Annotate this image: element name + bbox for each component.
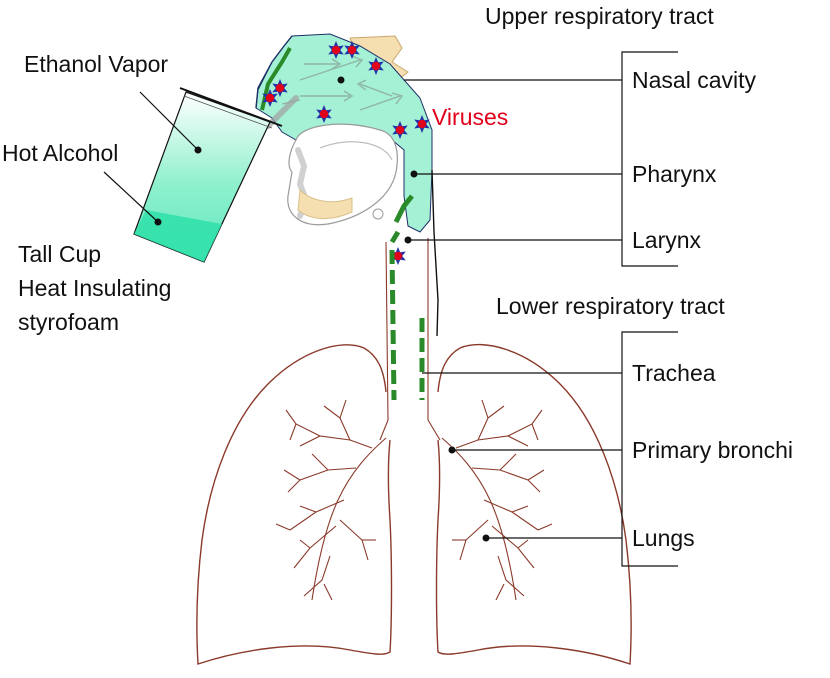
trachea (379, 238, 441, 441)
label-hot-alcohol: Hot Alcohol (2, 140, 118, 166)
mucosa-nose (260, 47, 292, 111)
leader-lines (103, 76, 622, 542)
label-primary-bronchi: Primary bronchi (632, 437, 793, 463)
label-cup-line2: Heat Insulating (18, 275, 171, 301)
mucosa-larynx-2 (389, 230, 401, 244)
label-pharynx: Pharynx (632, 161, 717, 187)
vapor-arrows (281, 55, 404, 111)
label-lower-tract: Lower respiratory tract (496, 293, 725, 319)
left-lung (196, 344, 393, 665)
nose-outline (255, 35, 293, 109)
cup-rim-inner (183, 95, 273, 129)
label-cup-line1: Tall Cup (18, 241, 101, 267)
neck-back (431, 169, 439, 337)
tongue-curve (319, 141, 393, 161)
cup (133, 87, 283, 263)
label-lungs: Lungs (632, 525, 695, 551)
lungs (196, 344, 632, 665)
cup-rim (179, 87, 283, 127)
brackets (621, 51, 678, 567)
mucosa-larynx (393, 194, 414, 224)
label-larynx: Larynx (632, 227, 702, 253)
right-bronchial-tree (452, 399, 553, 601)
right-lung (435, 344, 632, 665)
label-viruses: Viruses (432, 104, 508, 130)
label-nasal-cavity: Nasal cavity (632, 67, 756, 93)
hyoid (372, 208, 384, 220)
label-upper-tract: Upper respiratory tract (485, 3, 714, 29)
label-cup-line3: styrofoam (18, 309, 119, 335)
label-trachea: Trachea (632, 360, 716, 386)
head-airway (255, 33, 439, 337)
vapor-stream (265, 95, 299, 129)
left-bronchial-tree (275, 399, 376, 601)
label-ethanol-vapor: Ethanol Vapor (24, 51, 168, 77)
jaw-bone (297, 188, 353, 219)
